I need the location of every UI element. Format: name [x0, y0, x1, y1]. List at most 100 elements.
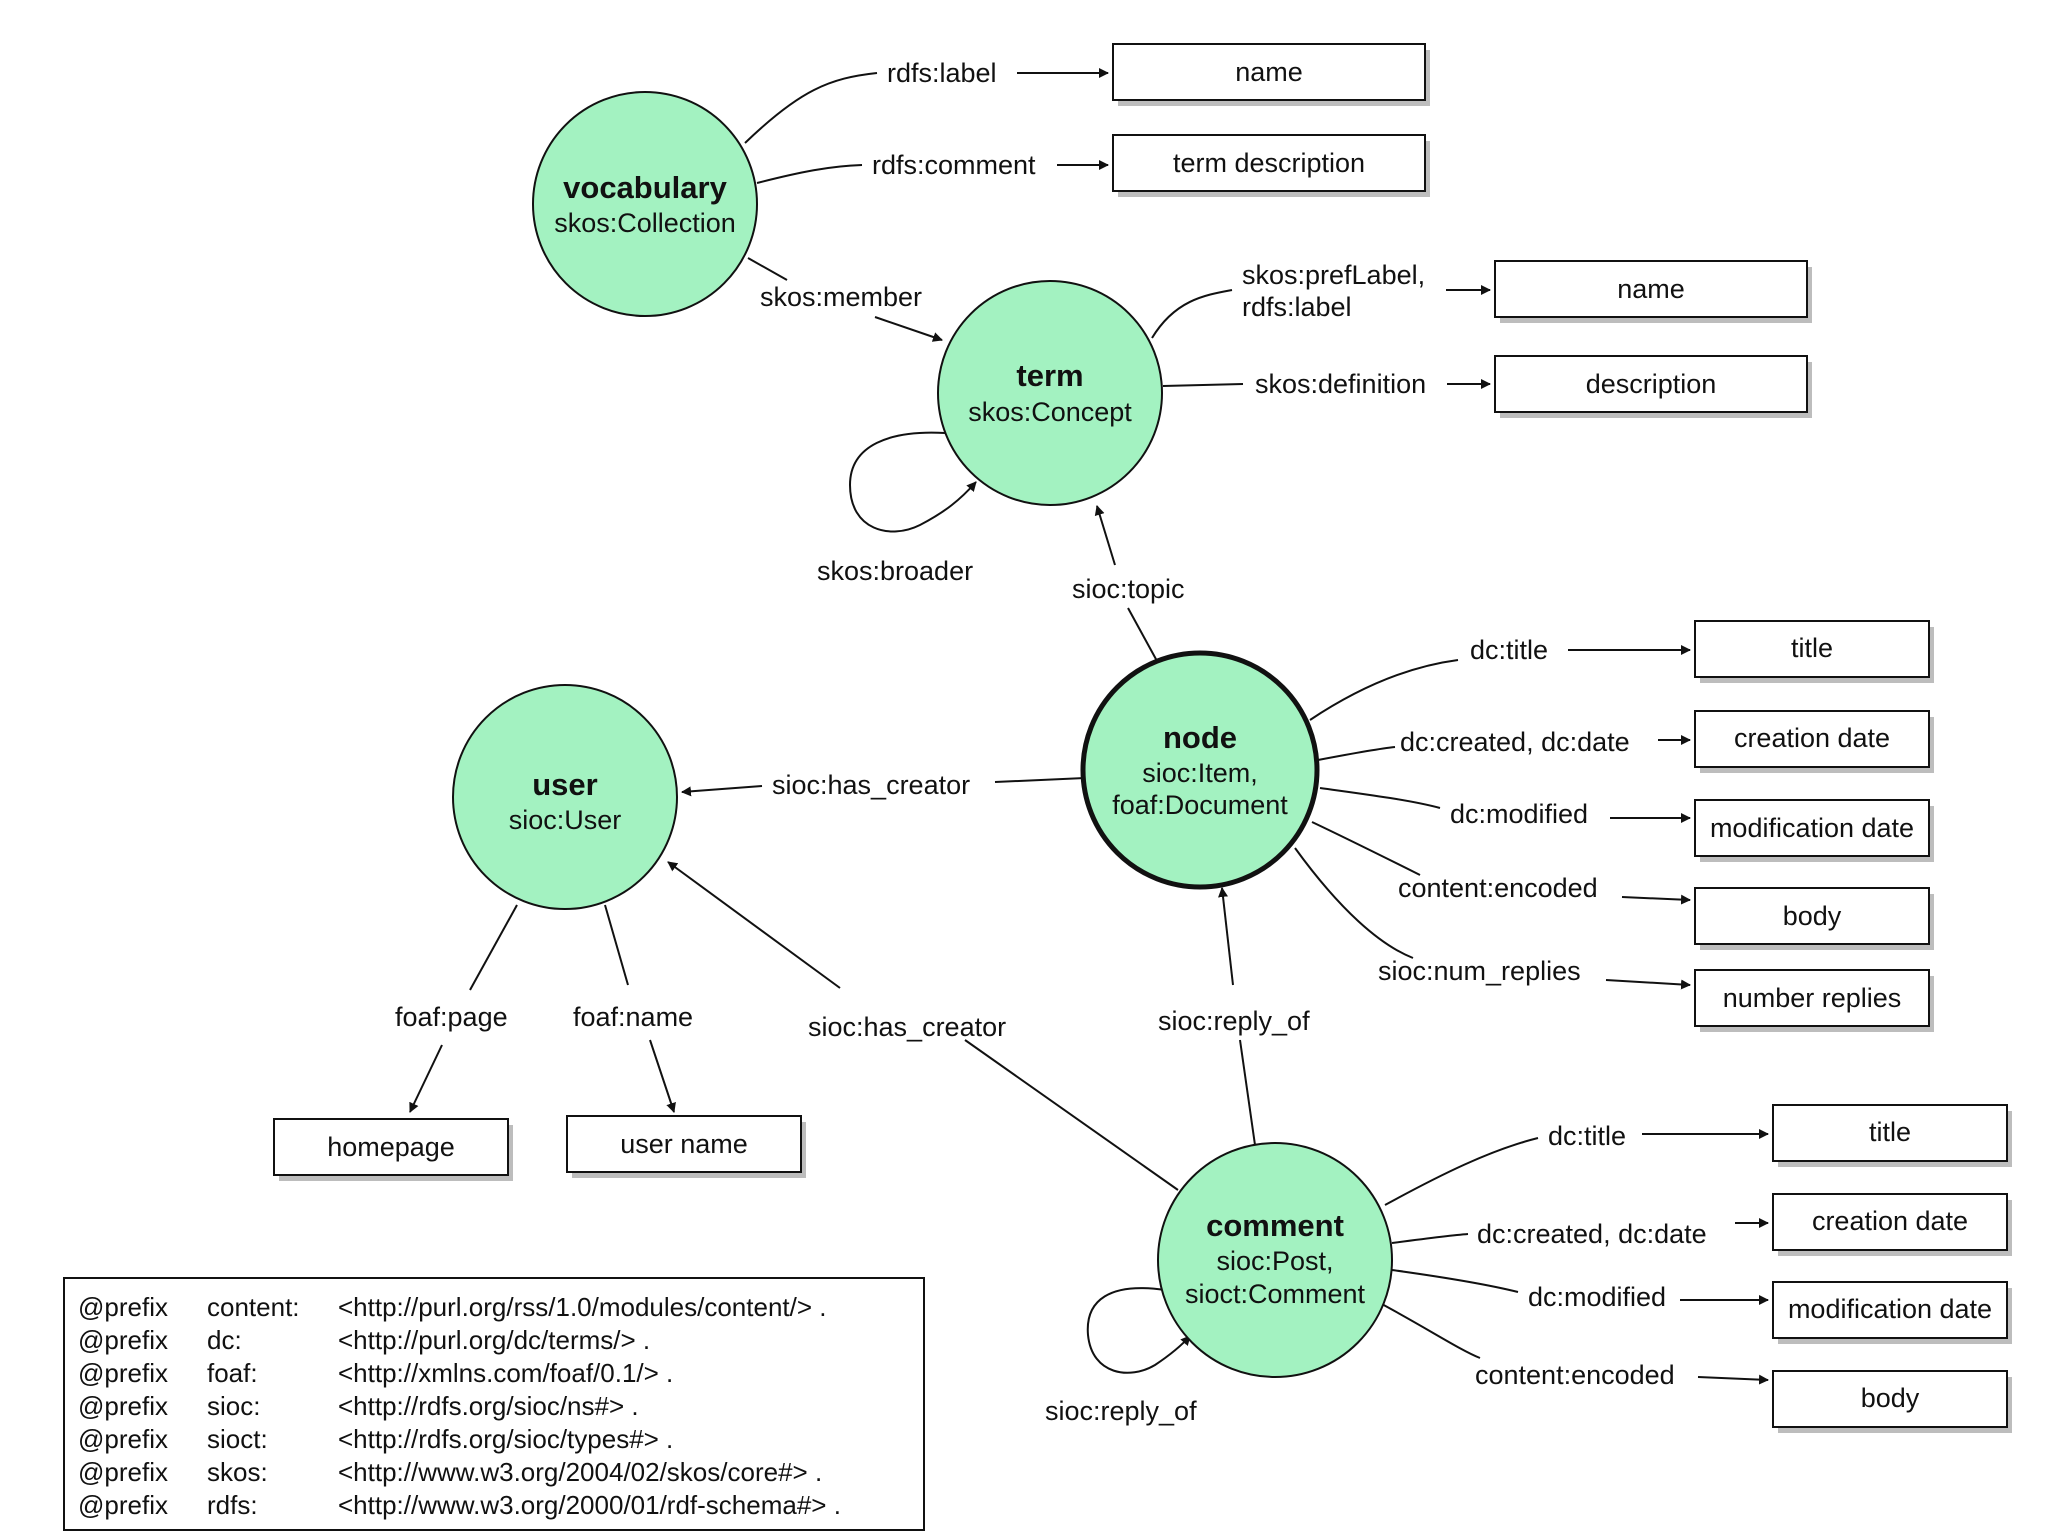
prefix-keyword: @prefix: [78, 1358, 168, 1388]
literal-user-name: user name: [566, 1115, 806, 1178]
node-comment-title: comment: [1206, 1208, 1344, 1243]
edge-user-name-b: [649, 1039, 676, 1113]
edge-label-comment-creator: sioc:has_creator: [808, 1012, 1006, 1042]
prefix-row: @prefix skos: <http://www.w3.org/2004/02…: [78, 1457, 822, 1487]
literal-comment-title: title: [1772, 1104, 2012, 1167]
edge-vocab-label-a: [744, 72, 878, 144]
prefix-keyword: @prefix: [78, 1325, 168, 1355]
prefix-name: rdfs:: [207, 1490, 258, 1520]
prefix-row: @prefix content: <http://purl.org/rss/1.…: [78, 1292, 827, 1322]
prefix-uri: <http://rdfs.org/sioc/ns#> .: [338, 1391, 639, 1421]
node-vocabulary-title: vocabulary: [563, 170, 727, 205]
edge-node-encoded-a: [1311, 821, 1421, 876]
literal-boxes: name term description name description t…: [273, 43, 2012, 1433]
node-comment-type-1: sioc:Post,: [1216, 1246, 1333, 1276]
prefix-name: dc:: [207, 1325, 242, 1355]
literal-comment-created: creation date: [1772, 1193, 2012, 1256]
node-node: node sioc:Item, foaf:Document: [1080, 650, 1320, 890]
node-node-type-2: foaf:Document: [1112, 790, 1288, 820]
edge-label-comment-encoded: content:encoded: [1475, 1360, 1675, 1390]
literal-text: body: [1861, 1383, 1920, 1413]
literal-text: title: [1791, 633, 1833, 663]
node-term-title: term: [1016, 358, 1083, 393]
edge-comment-reply-self: [1086, 1287, 1191, 1374]
edge-vocab-comment-a: [756, 164, 863, 184]
prefix-uri: <http://purl.org/dc/terms/> .: [338, 1325, 650, 1355]
prefix-keyword: @prefix: [78, 1292, 168, 1322]
prefix-uri: <http://rdfs.org/sioc/types#> .: [338, 1424, 673, 1454]
prefix-name: sioct:: [207, 1424, 268, 1454]
edge-label-comment-modified: dc:modified: [1528, 1282, 1666, 1312]
literal-node-created: creation date: [1694, 710, 1934, 773]
edge-comment-creator-a: [964, 1039, 1179, 1191]
edge-label-term-definition: skos:definition: [1255, 369, 1426, 399]
edge-node-topic-b: [1094, 505, 1116, 566]
edge-comment-encoded-a: [1379, 1302, 1481, 1359]
prefix-row: @prefix sioc: <http://rdfs.org/sioc/ns#>…: [78, 1391, 639, 1421]
edge-user-page-b: [409, 1044, 443, 1113]
edge-user-page-a: [469, 904, 518, 991]
prefix-row: @prefix foaf: <http://xmlns.com/foaf/0.1…: [78, 1358, 673, 1388]
prefix-legend-frame: [63, 1277, 925, 1531]
literal-text: description: [1586, 369, 1717, 399]
prefix-uri: <http://purl.org/rss/1.0/modules/content…: [338, 1292, 827, 1322]
node-comment-circle: [1157, 1142, 1393, 1378]
edge-label-user-name: foaf:name: [573, 1002, 693, 1032]
literal-comment-body: body: [1772, 1370, 2012, 1433]
prefix-name: foaf:: [207, 1358, 258, 1388]
node-node-circle: [1080, 650, 1320, 890]
edge-label-comment-reply-self: sioc:reply_of: [1045, 1396, 1197, 1426]
node-vocabulary: vocabulary skos:Collection: [532, 91, 758, 317]
edge-node-title-a: [1309, 659, 1459, 721]
node-vocabulary-circle: [532, 91, 758, 317]
edge-label-comment-reply-node: sioc:reply_of: [1158, 1006, 1310, 1036]
edge-node-topic-a: [1127, 607, 1158, 662]
edge-term-pref: [1151, 289, 1233, 339]
edge-comment-encoded-b: [1697, 1374, 1769, 1385]
literal-text: homepage: [327, 1132, 455, 1162]
prefix-uri: <http://www.w3.org/2004/02/skos/core#> .: [338, 1457, 822, 1487]
node-term-circle: [937, 280, 1163, 506]
literal-text: number replies: [1723, 983, 1902, 1013]
edge-comment-modified-a: [1391, 1269, 1519, 1293]
edge-labels: rdfs:label rdfs:comment skos:member skos…: [395, 58, 1707, 1426]
prefix-uri: <http://www.w3.org/2000/01/rdf-schema#> …: [338, 1490, 841, 1520]
prefix-name: sioc:: [207, 1391, 260, 1421]
edge-node-modified-a: [1319, 787, 1441, 809]
literal-vocab-desc: term description: [1112, 134, 1430, 197]
edge-term-def-a: [1162, 383, 1244, 387]
prefix-keyword: @prefix: [78, 1490, 168, 1520]
edge-comment-creator-b: [667, 861, 841, 989]
literal-text: modification date: [1710, 813, 1914, 843]
edge-node-creator-a: [994, 777, 1086, 783]
edge-comment-title-a: [1384, 1137, 1539, 1206]
edge-term-broader: [848, 431, 977, 533]
edge-label-comment-created: dc:created, dc:date: [1477, 1219, 1707, 1249]
literal-node-modified: modification date: [1694, 799, 1934, 862]
literal-text: name: [1235, 57, 1303, 87]
literal-term-name: name: [1494, 260, 1812, 323]
edge-node-replies-b: [1605, 979, 1691, 990]
prefix-legend: @prefix content: <http://purl.org/rss/1.…: [63, 1277, 925, 1531]
prefix-row: @prefix dc: <http://purl.org/dc/terms/> …: [78, 1325, 650, 1355]
literal-text: term description: [1173, 148, 1365, 178]
node-node-type-1: sioc:Item,: [1142, 758, 1258, 788]
node-term: term skos:Concept: [937, 280, 1163, 506]
literal-term-desc: description: [1494, 355, 1812, 418]
node-comment-type-2: sioct:Comment: [1185, 1279, 1366, 1309]
node-user: user sioc:User: [452, 684, 678, 910]
edge-label-vocab-member: skos:member: [760, 282, 922, 312]
edges: [409, 68, 1769, 1385]
prefix-name: skos:: [207, 1457, 268, 1487]
edge-label-node-title: dc:title: [1470, 635, 1548, 665]
node-comment: comment sioc:Post, sioct:Comment: [1157, 1142, 1393, 1378]
edge-vocab-member-a: [747, 257, 788, 281]
node-node-title: node: [1163, 720, 1237, 755]
literal-vocab-name: name: [1112, 43, 1430, 106]
prefix-row: @prefix sioct: <http://rdfs.org/sioc/typ…: [78, 1424, 673, 1454]
prefix-uri: <http://xmlns.com/foaf/0.1/> .: [338, 1358, 673, 1388]
edge-user-name-a: [604, 904, 629, 986]
edge-node-creator-b: [681, 785, 763, 797]
literal-text: title: [1869, 1117, 1911, 1147]
literal-text: creation date: [1734, 723, 1890, 753]
